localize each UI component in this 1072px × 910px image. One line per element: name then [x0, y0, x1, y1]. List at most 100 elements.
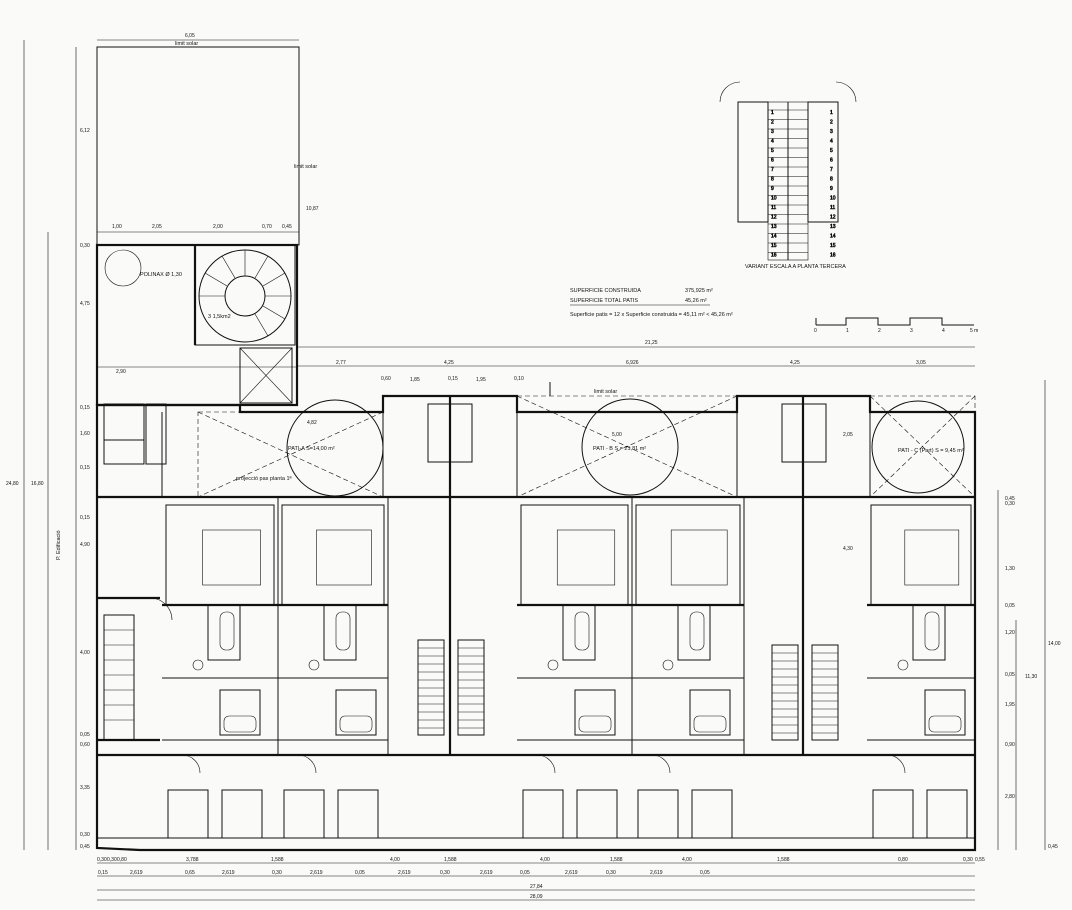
variant-step-right: 4 — [830, 139, 833, 145]
dim-bottom-row2: 0,30 — [606, 870, 616, 876]
label-limit-solar-right: limit solar — [294, 164, 317, 170]
dim-r13b: 0,45 — [1048, 844, 1058, 850]
label-edificacio: P. Edificació — [56, 530, 62, 560]
dim-l12: 0,30 — [80, 832, 90, 838]
dim-bottom-row1: 0,80 — [117, 857, 127, 863]
left-services — [103, 403, 173, 741]
dim-l15: 16,80 — [31, 481, 44, 487]
variant-step-right: 15 — [830, 243, 836, 249]
dim-patio-b: 5,00 — [612, 432, 622, 438]
variant-step-left: 6 — [771, 158, 774, 164]
dim-i1: 2,90 — [116, 369, 126, 375]
dim-t8: 4,25 — [444, 360, 454, 366]
dim-bottom-row2: 0,65 — [185, 870, 195, 876]
stair-flight — [417, 639, 445, 736]
dim-r4: 0,05 — [1005, 603, 1015, 609]
dim-bottom-row1: 4,00 — [390, 857, 400, 863]
dim-l9: 0,05 — [80, 732, 90, 738]
scale-0: 0 — [814, 328, 817, 334]
dim-l5: 0,15 — [80, 465, 90, 471]
area-patios-value: 45,26 m² — [685, 298, 707, 304]
dim-bottom-row1: 1,588 — [610, 857, 623, 863]
dim-bottom-row2: 2,619 — [480, 870, 493, 876]
dim-t10: 4,25 — [790, 360, 800, 366]
scale-1: 1 — [846, 328, 849, 334]
dim-t15: 1,95 — [476, 377, 486, 383]
variant-step-right: 10 — [830, 196, 836, 202]
patio-b: PATI - B S = 21,81 m² 5,00 — [516, 395, 738, 498]
dim-bottom-row2: 0,05 — [520, 870, 530, 876]
dim-r12: 0,30 — [1005, 501, 1015, 507]
label-patio-c: PATI - C (Part) S = 9,45 m² — [898, 448, 964, 454]
dim-top-annex: 6,05 — [185, 33, 195, 39]
variant-step-left: 1 — [771, 110, 774, 116]
variant-step-left: 5 — [771, 148, 774, 154]
dim-t5: 0,45 — [282, 224, 292, 230]
dim-t4: 0,70 — [262, 224, 272, 230]
dim-bottom-row2: 2,619 — [565, 870, 578, 876]
dwelling-module — [278, 497, 389, 839]
variant-step-left: 14 — [771, 234, 777, 240]
label-limit-solar-top: limit solar — [175, 41, 198, 47]
dim-patio-a: 4,82 — [307, 420, 317, 426]
dim-r11: 2,80 — [1005, 794, 1015, 800]
dim-l8: 4,00 — [80, 650, 90, 656]
dim-l1: 0,30 — [80, 243, 90, 249]
dim-l7: 4,90 — [80, 542, 90, 548]
dim-l4: 1,60 — [80, 431, 90, 437]
building-walls — [95, 394, 977, 852]
dim-b-total2: 28,09 — [530, 894, 543, 900]
variant-step-right: 7 — [830, 167, 833, 173]
dim-bottom-row1: 0,30 — [107, 857, 117, 863]
dim-bottom-row2: 0,05 — [700, 870, 710, 876]
scale-4: 4 — [942, 328, 945, 334]
variant-step-left: 15 — [771, 243, 777, 249]
dim-bottom-row2: 2,619 — [130, 870, 143, 876]
variant-step-left: 3 — [771, 129, 774, 135]
dim-bottom-row1: 0,80 — [898, 857, 908, 863]
dim-l11: 3,35 — [80, 785, 90, 791]
dim-r9: 1,95 — [1005, 702, 1015, 708]
variant-step-left: 11 — [771, 205, 776, 211]
variant-step-right: 12 — [830, 215, 836, 221]
dim-l0: 6,12 — [80, 128, 90, 134]
dim-t2: 2,05 — [152, 224, 162, 230]
variant-step-left: 10 — [771, 196, 777, 202]
area-table: SUPERFICIE CONSTRUIDA 375,925 m² SUPERFI… — [570, 288, 733, 318]
dim-r5: 1,20 — [1005, 630, 1015, 636]
area-patios-label: SUPERFICIE TOTAL PATIS — [570, 298, 638, 304]
dim-t16: 0,10 — [514, 376, 524, 382]
dim-t3: 2,00 — [213, 224, 223, 230]
dim-bottom-row2: 2,619 — [650, 870, 663, 876]
dim-bottom-row1: 3,788 — [186, 857, 199, 863]
variant-step-right: 6 — [830, 158, 833, 164]
patio-c: PATI - C (Part) S = 9,45 m² — [869, 395, 976, 498]
variant-step-left: 16 — [771, 253, 777, 259]
dwelling-units — [162, 497, 976, 839]
patio-a: PATI-A S=14,00 m² 4,82 projecció pas pla… — [197, 399, 384, 498]
dim-r14: 14,00 — [1048, 641, 1061, 647]
dim-t11: 3,05 — [916, 360, 926, 366]
variant-step-right: 3 — [830, 129, 833, 135]
dim-annex-right: 10,87 — [306, 206, 319, 212]
dim-r15: 11,30 — [1025, 674, 1037, 680]
dim-bottom-row1: 1,588 — [777, 857, 790, 863]
dim-l6: 0,15 — [80, 515, 90, 521]
dim-t13: 1,85 — [410, 377, 420, 383]
dim-bottom-row2: 0,30 — [440, 870, 450, 876]
dim-l2: 4,75 — [80, 301, 90, 307]
dim-t14: 0,15 — [448, 376, 458, 382]
label-stair: 3 1,5km2 — [208, 314, 231, 320]
dim-l13: 0,45 — [80, 844, 90, 850]
dim-bottom-row1: 1,588 — [444, 857, 457, 863]
variant-step-right: 1 — [830, 110, 833, 116]
variant-step-left: 4 — [771, 139, 774, 145]
variant-step-right: 9 — [830, 186, 833, 192]
variant-step-right: 5 — [830, 148, 833, 154]
scale-5: 5 m — [970, 328, 978, 334]
dim-r2: 4,30 — [843, 546, 853, 552]
dim-bottom-row2: 2,619 — [222, 870, 235, 876]
